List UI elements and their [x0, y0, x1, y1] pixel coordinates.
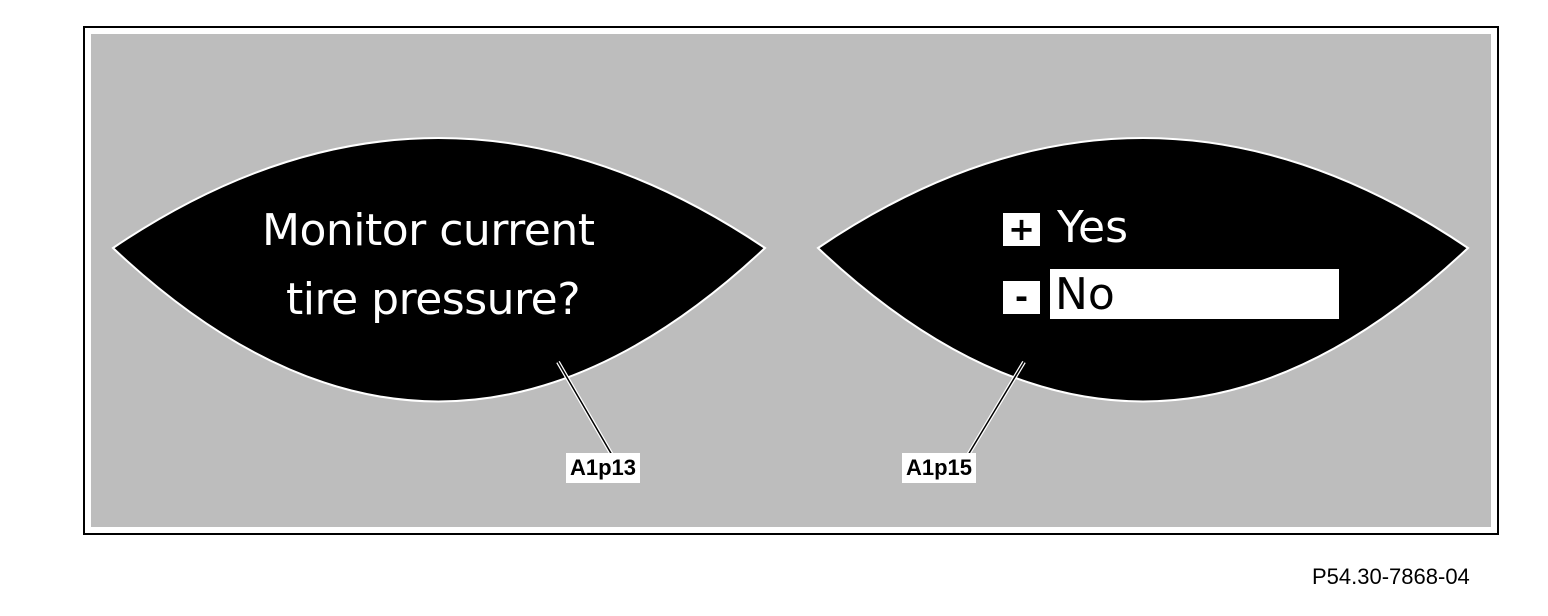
callout-label-a1p13: A1p13 — [566, 453, 641, 483]
question-line-1: Monitor current — [262, 205, 595, 256]
option-yes: Yes — [1057, 202, 1129, 253]
selection-highlight — [1050, 269, 1339, 319]
question-line-2: tire pressure? — [286, 274, 581, 325]
minus-key-icon: - — [1003, 281, 1040, 314]
plus-key-icon: + — [1003, 213, 1040, 246]
left-display-shape — [111, 137, 767, 403]
leader-line-a1p13 — [557, 361, 613, 456]
callout-label-a1p15: A1p15 — [902, 453, 977, 483]
option-no: No — [1055, 269, 1115, 320]
leader-line-a1p15 — [967, 361, 1025, 456]
figure-code: P54.30-7868-04 — [1312, 564, 1470, 589]
